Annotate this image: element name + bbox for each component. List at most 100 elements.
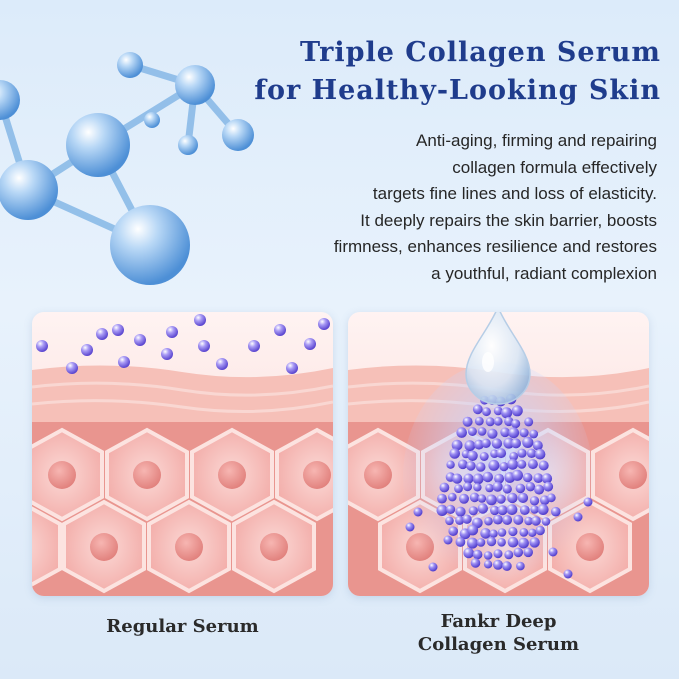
serum-particle bbox=[487, 428, 498, 439]
serum-particle bbox=[485, 417, 495, 427]
serum-particle bbox=[493, 406, 503, 416]
serum-particle bbox=[474, 439, 484, 450]
serum-particle bbox=[482, 471, 493, 483]
serum-particle bbox=[477, 494, 487, 503]
serum-particle bbox=[436, 504, 448, 516]
serum-particle bbox=[502, 515, 513, 525]
serum-particle bbox=[445, 516, 454, 526]
serum-particle bbox=[480, 528, 491, 539]
serum-particle bbox=[534, 484, 545, 495]
serum-particle bbox=[482, 407, 491, 417]
serum-particle bbox=[511, 405, 523, 417]
serum-particle bbox=[563, 569, 573, 579]
serum-particle bbox=[466, 461, 476, 471]
serum-particle bbox=[500, 427, 510, 438]
serum-particle bbox=[522, 436, 534, 448]
serum-particle bbox=[531, 516, 541, 526]
serum-particle bbox=[507, 492, 518, 504]
serum-particle bbox=[496, 448, 507, 459]
serum-particle bbox=[472, 549, 483, 560]
serum-particle bbox=[455, 515, 465, 525]
serum-particle bbox=[508, 526, 518, 537]
serum-particle bbox=[525, 482, 536, 492]
molecule-sphere bbox=[66, 113, 130, 177]
serum-particle bbox=[483, 551, 493, 560]
serum-particle bbox=[481, 438, 491, 448]
serum-particle bbox=[497, 505, 508, 516]
serum-particle bbox=[467, 427, 477, 436]
serum-particle bbox=[518, 537, 529, 549]
serum-particle bbox=[446, 504, 456, 514]
molecule-sphere bbox=[175, 65, 215, 105]
serum-particle bbox=[519, 428, 529, 438]
serum-particle bbox=[546, 493, 556, 503]
serum-particle bbox=[469, 492, 480, 503]
serum-particle bbox=[446, 460, 455, 469]
serum-particle bbox=[463, 482, 473, 492]
serum-particle bbox=[472, 404, 483, 415]
serum-particle bbox=[511, 469, 523, 481]
serum-particle bbox=[526, 448, 537, 458]
serum-particle bbox=[467, 450, 478, 461]
serum-particle bbox=[493, 559, 503, 570]
serum-particle bbox=[519, 528, 529, 537]
serum-particle bbox=[448, 526, 458, 536]
serum-particle bbox=[455, 506, 466, 517]
serum-particle bbox=[477, 503, 488, 514]
serum-particle bbox=[499, 462, 509, 472]
regular-serum-caption: Regular Serum bbox=[106, 616, 259, 637]
serum-particle bbox=[515, 483, 526, 494]
serum-particle bbox=[497, 538, 506, 547]
serum-particle bbox=[524, 417, 534, 427]
serum-particle bbox=[493, 416, 503, 426]
serum-particle bbox=[507, 536, 519, 548]
serum-particle bbox=[459, 493, 469, 504]
serum-particle bbox=[490, 505, 500, 516]
serum-particle bbox=[583, 497, 593, 507]
deep-collagen-caption-line-1: Fankr Deep bbox=[440, 611, 557, 632]
serum-particle bbox=[528, 528, 537, 537]
serum-particle bbox=[474, 416, 484, 426]
serum-particle bbox=[501, 407, 513, 419]
serum-particle bbox=[491, 438, 503, 449]
description-line: It deeply repairs the skin barrier, boos… bbox=[360, 210, 657, 230]
serum-particle bbox=[485, 483, 494, 493]
description-line: a youthful, radiant complexion bbox=[431, 263, 657, 283]
description-line: targets fine lines and loss of elasticit… bbox=[372, 184, 657, 203]
serum-particle bbox=[405, 522, 415, 532]
serum-particle bbox=[467, 524, 479, 536]
serum-particle bbox=[504, 550, 514, 560]
absorbed-serum-particles bbox=[405, 393, 593, 579]
serum-particle bbox=[573, 512, 583, 522]
serum-particle bbox=[533, 473, 544, 483]
serum-particle bbox=[458, 459, 468, 470]
serum-particle bbox=[456, 427, 467, 438]
headline: Triple Collagen Serum for Healthy-Lookin… bbox=[181, 34, 661, 110]
serum-particle bbox=[483, 560, 493, 569]
serum-particle bbox=[479, 452, 489, 461]
molecule-sphere bbox=[178, 135, 198, 155]
headline-line-1: Triple Collagen Serum bbox=[299, 37, 661, 68]
serum-particle bbox=[508, 427, 520, 439]
serum-particle bbox=[413, 507, 423, 517]
molecule-sphere bbox=[0, 160, 58, 220]
molecule-sphere bbox=[117, 52, 143, 78]
collagen-molecule-illustration bbox=[0, 52, 254, 285]
serum-particle bbox=[527, 459, 538, 470]
serum-particle bbox=[489, 529, 498, 538]
serum-particle bbox=[506, 504, 518, 515]
description: Anti-aging, firming and repairing collag… bbox=[237, 128, 657, 287]
serum-particle bbox=[532, 440, 543, 451]
serum-particle bbox=[476, 538, 486, 547]
serum-particle bbox=[502, 484, 512, 494]
molecule-sphere bbox=[110, 205, 190, 285]
serum-particle bbox=[516, 561, 525, 571]
serum-particle bbox=[534, 448, 546, 460]
serum-particle bbox=[488, 459, 500, 471]
serum-particle bbox=[462, 514, 472, 524]
serum-particle bbox=[472, 473, 484, 485]
serum-particle bbox=[496, 494, 506, 504]
serum-particle bbox=[463, 547, 474, 559]
serum-particle bbox=[437, 493, 447, 504]
serum-particle bbox=[475, 462, 486, 472]
